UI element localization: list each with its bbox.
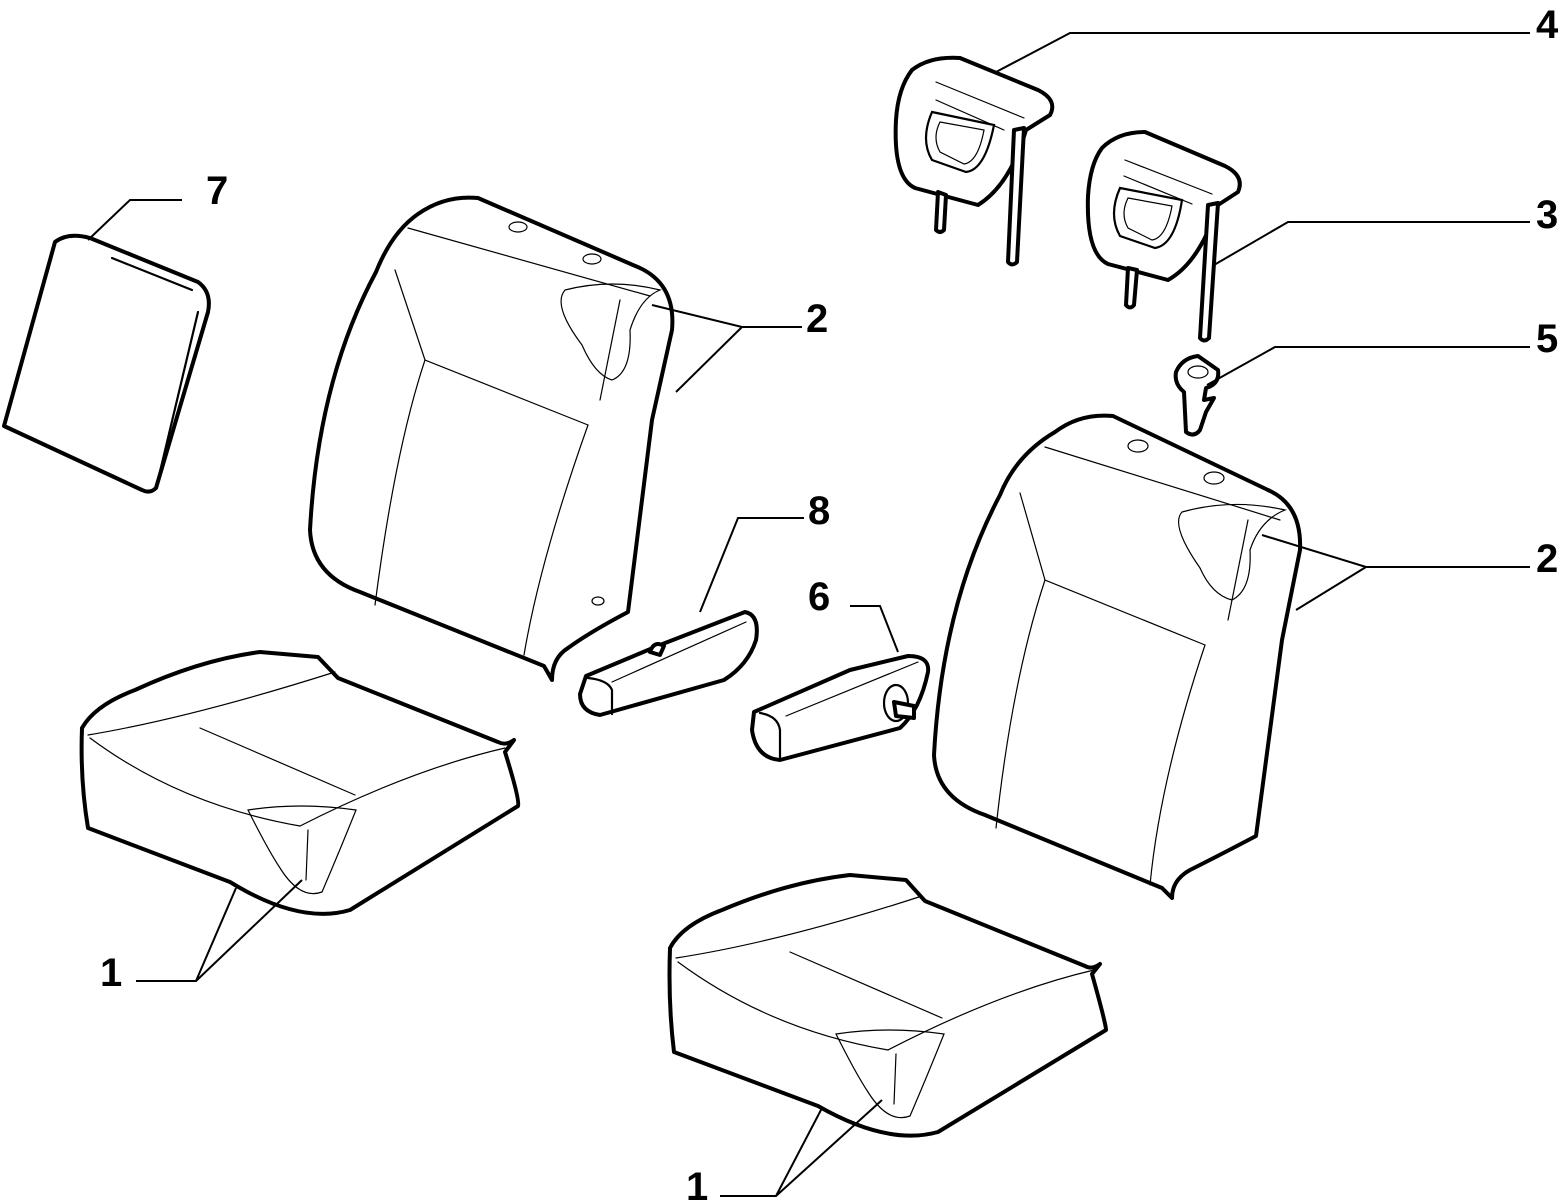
leader-4 (995, 32, 1530, 73)
callout-7: 7 (206, 169, 228, 213)
leader-1-bottom (720, 1099, 883, 1197)
part-2-left-backrest-cover (308, 195, 675, 682)
leader-2-left (651, 304, 802, 393)
callout-2-left: 2 (806, 297, 828, 341)
leader-7 (87, 199, 182, 241)
leader-8 (699, 517, 804, 613)
leader-6 (850, 605, 899, 653)
part-4-headrest (893, 55, 1055, 267)
part-3-headrest (1085, 130, 1242, 343)
callout-1-left: 1 (100, 951, 122, 995)
callout-numbers: 7 2 4 3 5 8 6 2 1 1 (100, 3, 1559, 1202)
leader-lines (87, 32, 1530, 1197)
callout-2-right: 2 (1536, 537, 1558, 581)
part-1-bottom-cushion-cover (667, 873, 1108, 1138)
leader-5 (1206, 346, 1530, 386)
callout-5: 5 (1536, 317, 1558, 361)
part-8-armrest (578, 610, 759, 717)
part-7-back-panel (2, 233, 211, 494)
part-1-left-cushion-cover (79, 650, 521, 916)
leader-3 (1213, 221, 1530, 266)
callout-6: 6 (808, 575, 830, 619)
leader-1-left (136, 879, 303, 982)
part-6-armrest-with-pivot (750, 654, 931, 762)
part-2-right-backrest-cover (932, 413, 1303, 900)
callout-3: 3 (1536, 193, 1558, 237)
part-5-headrest-guide (1173, 354, 1221, 437)
leader-2-right (1261, 534, 1530, 611)
callout-1-bottom: 1 (686, 1165, 708, 1202)
callout-4: 4 (1536, 3, 1559, 47)
callout-8: 8 (808, 489, 830, 533)
